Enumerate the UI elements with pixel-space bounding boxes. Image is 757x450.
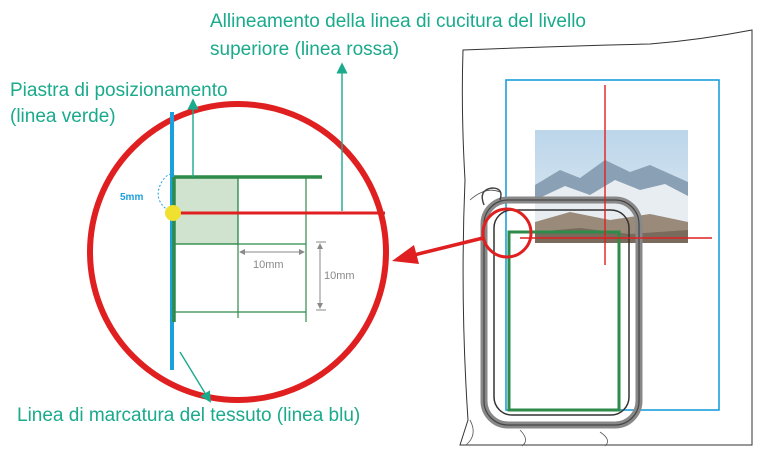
blue-line-callout-arrow [179, 351, 211, 403]
embroidery-hoop [480, 187, 643, 429]
plate-shaded-square [173, 177, 239, 245]
left-label-line1: Piastra di posizionamento [10, 80, 228, 101]
positioning-plate-rectangle [507, 230, 621, 412]
left-label-line2: (linea verde) [10, 106, 116, 127]
magnify-arrow [392, 236, 484, 264]
small-detail-circle [481, 207, 533, 259]
dimension-10mm-horizontal: 10mm [253, 259, 284, 271]
dimension-5mm: 5mm [120, 192, 143, 203]
top-label-line1: Allineamento della linea di cucitura del… [210, 11, 586, 32]
alignment-point [165, 205, 181, 221]
bottom-label: Linea di marcatura del tessuto (linea bl… [17, 405, 360, 426]
dimension-10mm-vertical: 10mm [324, 270, 355, 282]
magnified-view [87, 101, 389, 403]
top-label-line2: superiore (linea rossa) [210, 39, 399, 60]
embroidery-photo [535, 130, 688, 243]
